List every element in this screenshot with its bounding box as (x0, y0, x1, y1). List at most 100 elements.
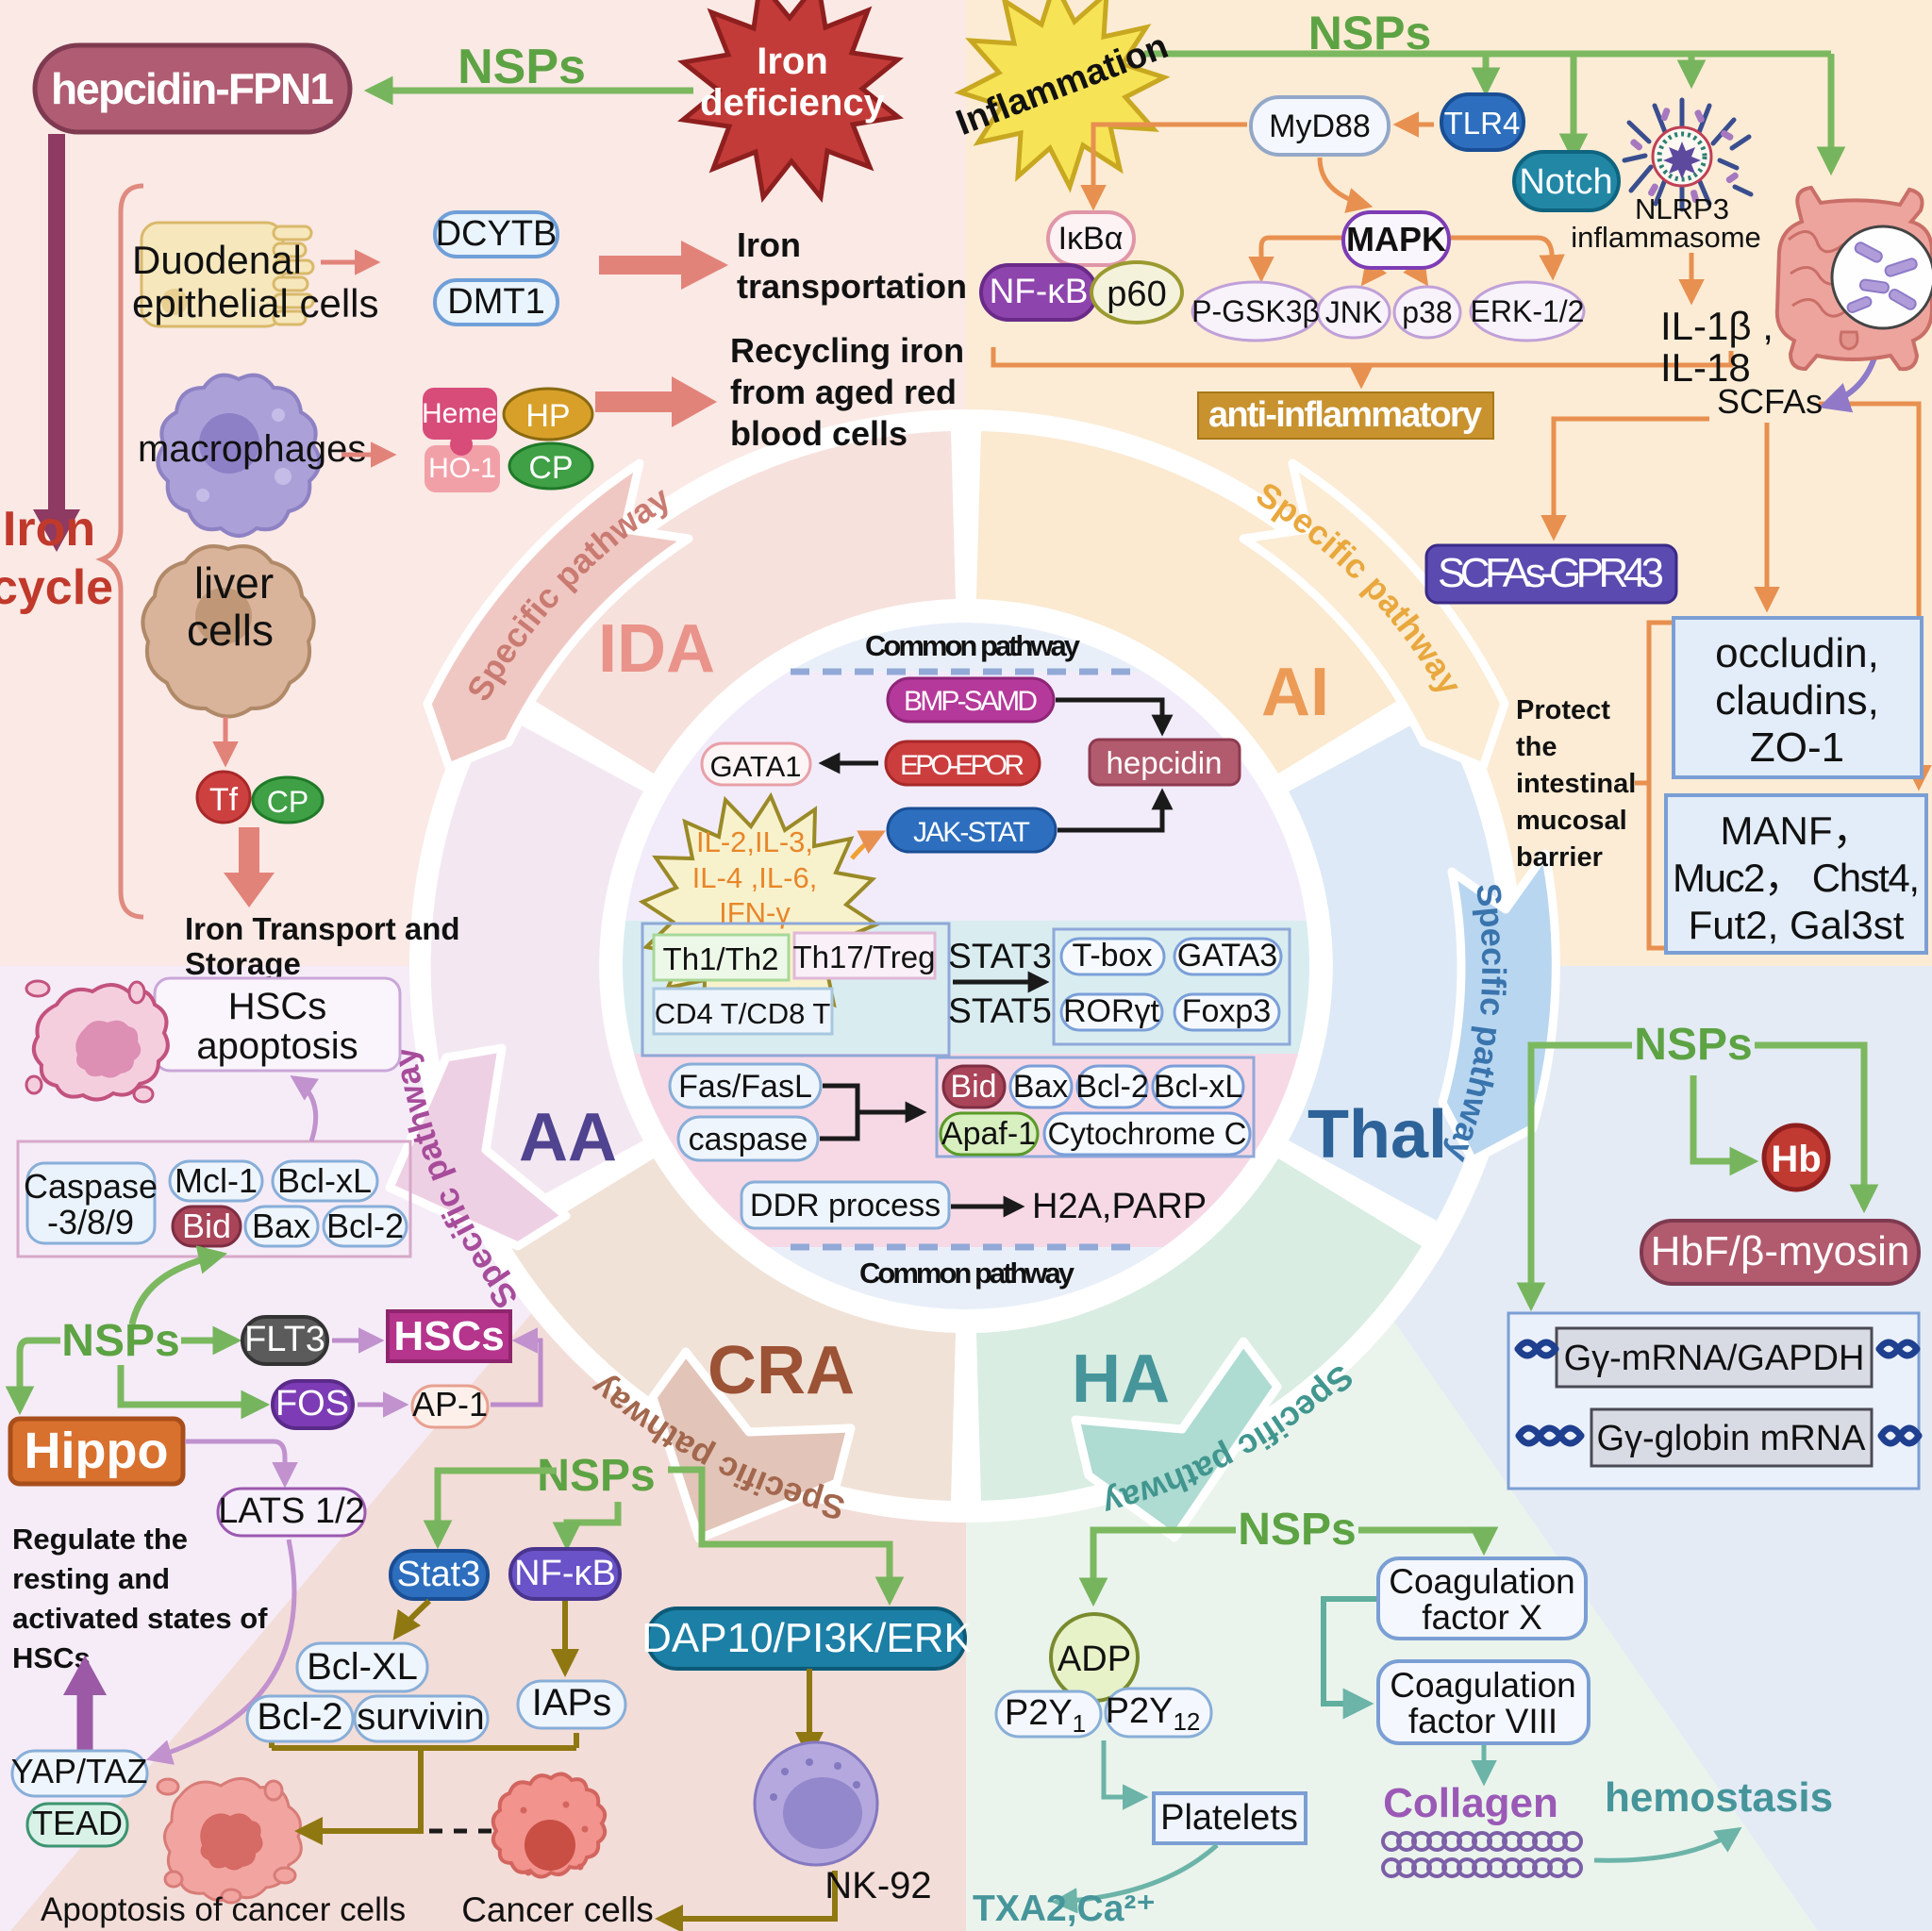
svg-text:HSCs: HSCs (393, 1313, 504, 1359)
svg-text:Platelets: Platelets (1160, 1798, 1298, 1838)
svg-text:NSPs: NSPs (458, 40, 586, 94)
svg-text:inflammasome: inflammasome (1571, 221, 1761, 254)
svg-text:Iron: Iron (3, 502, 95, 557)
svg-text:Cancer cells: Cancer cells (461, 1890, 654, 1929)
svg-text:AA: AA (519, 1100, 617, 1175)
svg-text:Apoptosis of cancer cells: Apoptosis of cancer cells (41, 1891, 406, 1928)
svg-text:DDR process: DDR process (750, 1188, 941, 1224)
svg-text:SCFAs-GPR43: SCFAs-GPR43 (1438, 550, 1664, 596)
svg-text:Storage: Storage (185, 946, 301, 981)
svg-text:Gγ-globin mRNA: Gγ-globin mRNA (1596, 1419, 1866, 1458)
svg-text:deficiency: deficiency (700, 82, 885, 124)
svg-text:DCYTB: DCYTB (436, 214, 558, 254)
svg-text:NF-κB: NF-κB (990, 272, 1089, 310)
svg-text:DAP10/PI3K/ERK: DAP10/PI3K/ERK (641, 1615, 972, 1661)
svg-text:GATA3: GATA3 (1177, 938, 1277, 974)
svg-text:barrier: barrier (1516, 842, 1603, 873)
svg-text:MyD88: MyD88 (1269, 108, 1371, 144)
svg-text:NSPs: NSPs (1308, 7, 1432, 59)
svg-text:Common pathway: Common pathway (859, 1257, 1075, 1290)
svg-text:anti-inflammatory: anti-inflammatory (1208, 395, 1482, 435)
svg-text:LATS 1/2: LATS 1/2 (218, 1491, 365, 1531)
svg-text:Iron: Iron (757, 41, 828, 82)
svg-text:Cytochrome C: Cytochrome C (1048, 1116, 1247, 1151)
svg-text:Coagulation: Coagulation (1390, 1666, 1575, 1705)
svg-text:NSPs: NSPs (61, 1316, 179, 1366)
svg-text:H2A,PARP: H2A,PARP (1032, 1187, 1207, 1226)
svg-text:BMP-SAMD: BMP-SAMD (904, 686, 1038, 717)
svg-text:HSCs: HSCs (228, 986, 326, 1027)
svg-text:occludin,: occludin, (1715, 630, 1879, 676)
svg-text:HA: HA (1072, 1341, 1170, 1417)
svg-text:Apaf-1: Apaf-1 (941, 1116, 1036, 1152)
svg-text:transportation: transportation (737, 267, 967, 306)
svg-text:IL-18: IL-18 (1660, 345, 1751, 390)
svg-text:NSPs: NSPs (1238, 1505, 1356, 1555)
svg-text:Bcl-2: Bcl-2 (257, 1696, 342, 1738)
svg-text:EPO-EPOR: EPO-EPOR (900, 750, 1024, 781)
svg-text:Th17/Treg: Th17/Treg (792, 940, 935, 974)
svg-text:mucosal: mucosal (1516, 806, 1627, 836)
svg-text:Recycling iron: Recycling iron (730, 331, 964, 370)
svg-text:Heme: Heme (422, 398, 497, 429)
svg-text:Protect: Protect (1516, 695, 1610, 725)
svg-text:survivin: survivin (357, 1696, 485, 1738)
svg-text:Bcl-XL: Bcl-XL (307, 1646, 418, 1688)
svg-text:Fut2, Gal3st: Fut2, Gal3st (1689, 903, 1905, 947)
svg-text:macrophages: macrophages (138, 428, 366, 470)
svg-text:GATA1: GATA1 (709, 750, 801, 783)
svg-text:Thal: Thal (1307, 1097, 1447, 1173)
svg-text:Fas/FasL: Fas/FasL (678, 1069, 812, 1105)
svg-text:Bid: Bid (950, 1069, 996, 1105)
svg-text:MAPK: MAPK (1346, 220, 1446, 258)
svg-text:p38: p38 (1402, 295, 1452, 329)
svg-text:FLT3: FLT3 (244, 1320, 325, 1359)
svg-text:intestinal: intestinal (1516, 769, 1636, 799)
svg-text:p60: p60 (1107, 275, 1166, 314)
svg-text:ERK-1/2: ERK-1/2 (1471, 294, 1585, 328)
svg-text:NLRP3: NLRP3 (1635, 192, 1729, 225)
svg-text:Stat3: Stat3 (397, 1555, 481, 1594)
svg-text:STAT3: STAT3 (948, 937, 1052, 975)
svg-text:-3/8/9: -3/8/9 (47, 1203, 134, 1241)
svg-text:factor VIII: factor VIII (1408, 1702, 1557, 1740)
svg-text:Muc2， Chst4,: Muc2， Chst4, (1673, 856, 1920, 900)
svg-text:Bax: Bax (252, 1207, 310, 1245)
svg-text:Tf: Tf (209, 782, 239, 818)
svg-text:claudins,: claudins, (1715, 677, 1879, 724)
svg-text:CP: CP (528, 450, 573, 486)
svg-text:epithelial cells: epithelial cells (132, 281, 378, 325)
svg-text:DMT1: DMT1 (447, 282, 544, 322)
svg-text:AI: AI (1261, 655, 1329, 730)
svg-text:apoptosis: apoptosis (196, 1025, 358, 1067)
svg-text:JNK: JNK (1325, 295, 1382, 329)
svg-text:resting and: resting and (12, 1562, 170, 1595)
svg-text:JAK-STAT: JAK-STAT (913, 817, 1030, 848)
svg-text:HbF/β-myosin: HbF/β-myosin (1651, 1228, 1910, 1274)
svg-text:Bid: Bid (182, 1207, 231, 1245)
svg-text:Bcl-xL: Bcl-xL (1154, 1069, 1242, 1105)
svg-text:AP-1: AP-1 (412, 1385, 488, 1423)
svg-text:SCFAs: SCFAs (1717, 382, 1823, 421)
svg-text:IL-4 ,IL-6,: IL-4 ,IL-6, (692, 861, 818, 894)
svg-text:IAPs: IAPs (532, 1682, 611, 1723)
svg-text:Caspase: Caspase (24, 1167, 158, 1206)
svg-text:Foxp3: Foxp3 (1182, 993, 1272, 1029)
svg-text:CRA: CRA (708, 1333, 855, 1408)
svg-text:Iron Transport and: Iron Transport and (185, 911, 460, 946)
svg-text:hepcidin: hepcidin (1107, 745, 1223, 780)
svg-text:cells: cells (187, 606, 274, 655)
svg-text:Bcl-2: Bcl-2 (326, 1207, 404, 1245)
svg-text:Regulate the: Regulate the (12, 1523, 188, 1556)
svg-text:Mcl-1: Mcl-1 (175, 1161, 258, 1200)
svg-text:NF-κB: NF-κB (514, 1554, 616, 1593)
svg-text:HO-1: HO-1 (428, 453, 496, 484)
svg-text:Bax: Bax (1013, 1069, 1069, 1105)
svg-text:IDA: IDA (598, 611, 715, 687)
svg-text:Hb: Hb (1771, 1139, 1821, 1180)
svg-text:the: the (1516, 732, 1557, 762)
svg-text:Common pathway: Common pathway (865, 629, 1081, 662)
svg-text:FOS: FOS (275, 1384, 349, 1423)
svg-text:RORγt: RORγt (1063, 993, 1160, 1029)
svg-text:TLR4: TLR4 (1444, 106, 1521, 141)
